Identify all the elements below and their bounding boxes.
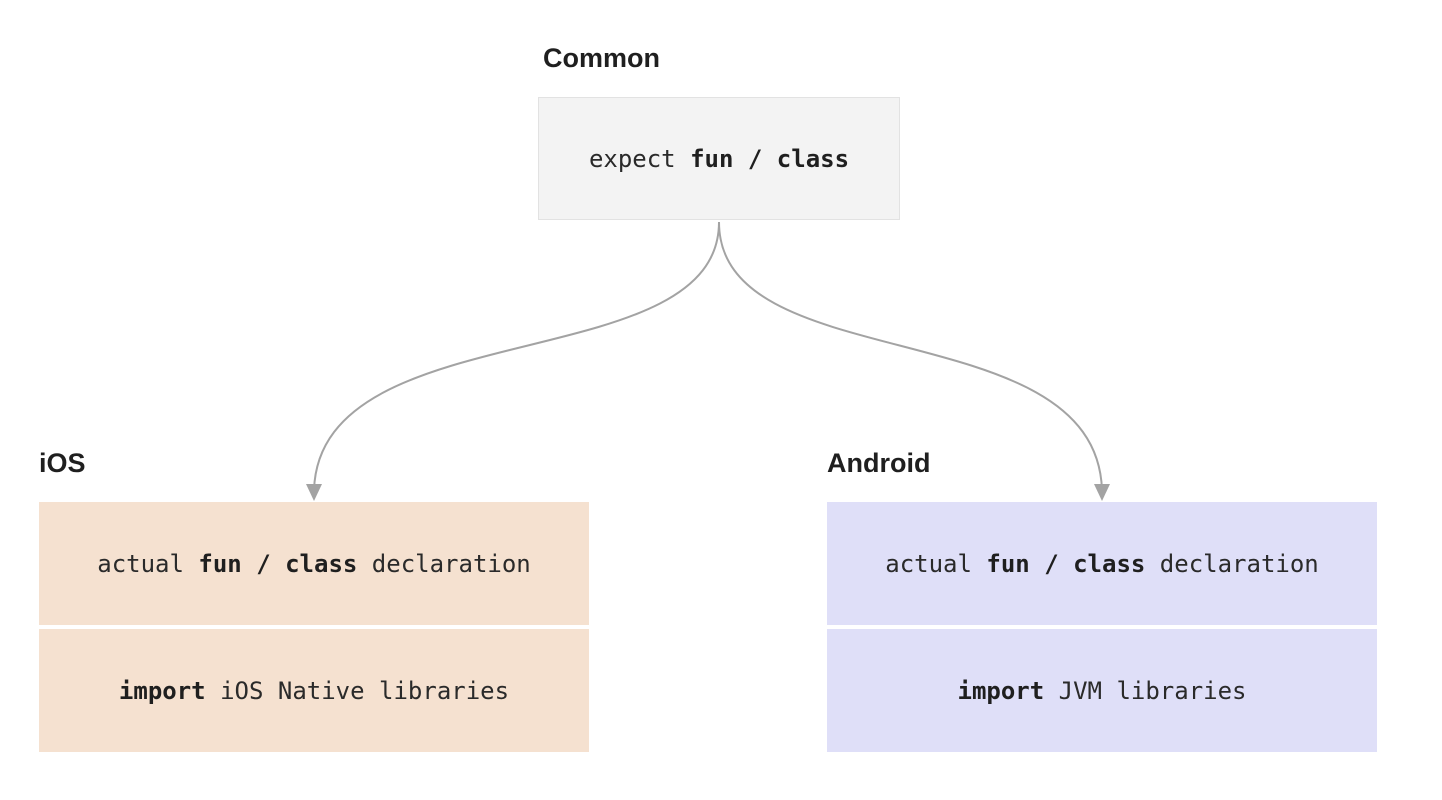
ios-declaration-keyword: fun / class: [198, 549, 358, 578]
android-declaration-box: actual fun / class declaration: [827, 502, 1377, 625]
arrowhead-ios: [306, 484, 322, 501]
expect-keyword: fun / class: [690, 144, 850, 173]
ios-declaration-prefix: actual: [97, 549, 199, 578]
ios-import-suffix: iOS Native libraries: [205, 676, 510, 705]
arrow-to-ios: [313, 221, 720, 491]
common-expect-box: expect fun / class: [538, 97, 900, 220]
android-heading: Android: [827, 448, 931, 478]
ios-declaration-suffix: declaration: [357, 549, 531, 578]
android-declaration-suffix: declaration: [1145, 549, 1319, 578]
ios-import-box: import iOS Native libraries: [39, 629, 589, 752]
ios-declaration-box: actual fun / class declaration: [39, 502, 589, 625]
ios-heading: iOS: [39, 448, 86, 478]
android-declaration-prefix: actual: [885, 549, 987, 578]
expect-prefix: expect: [588, 144, 691, 173]
android-declaration-keyword: fun / class: [986, 549, 1146, 578]
android-import-box: import JVM libraries: [827, 629, 1377, 752]
common-heading: Common: [543, 43, 660, 73]
arrowhead-android: [1094, 484, 1110, 501]
android-import-keyword: import: [957, 676, 1045, 705]
ios-import-keyword: import: [118, 676, 206, 705]
android-import-suffix: JVM libraries: [1044, 676, 1247, 705]
